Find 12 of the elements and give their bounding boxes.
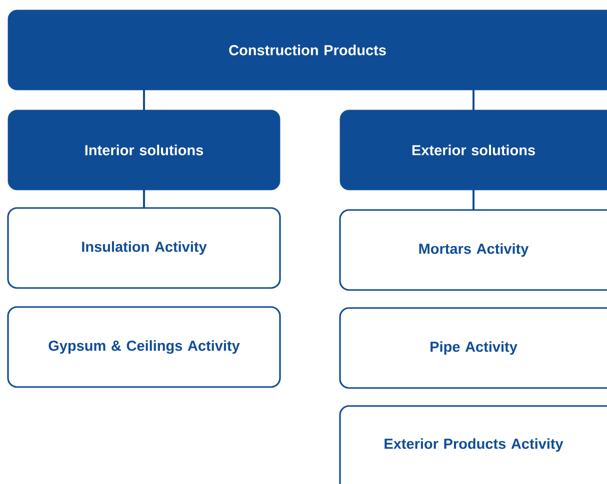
connector-line xyxy=(472,190,474,210)
connector-line xyxy=(143,190,145,208)
activity-box: Exterior Products Activity xyxy=(339,405,607,484)
connector-line xyxy=(472,90,474,110)
category-box: Interior solutions xyxy=(8,110,280,190)
activity-box: Insulation Activity xyxy=(7,207,281,289)
header-box: Construction Products xyxy=(8,10,607,90)
activity-box: Mortars Activity xyxy=(339,209,607,291)
category-box: Exterior solutions xyxy=(340,110,607,190)
activity-box: Pipe Activity xyxy=(339,307,607,389)
activity-box: Gypsum & Ceilings Activity xyxy=(7,306,281,388)
connector-line xyxy=(143,90,145,110)
